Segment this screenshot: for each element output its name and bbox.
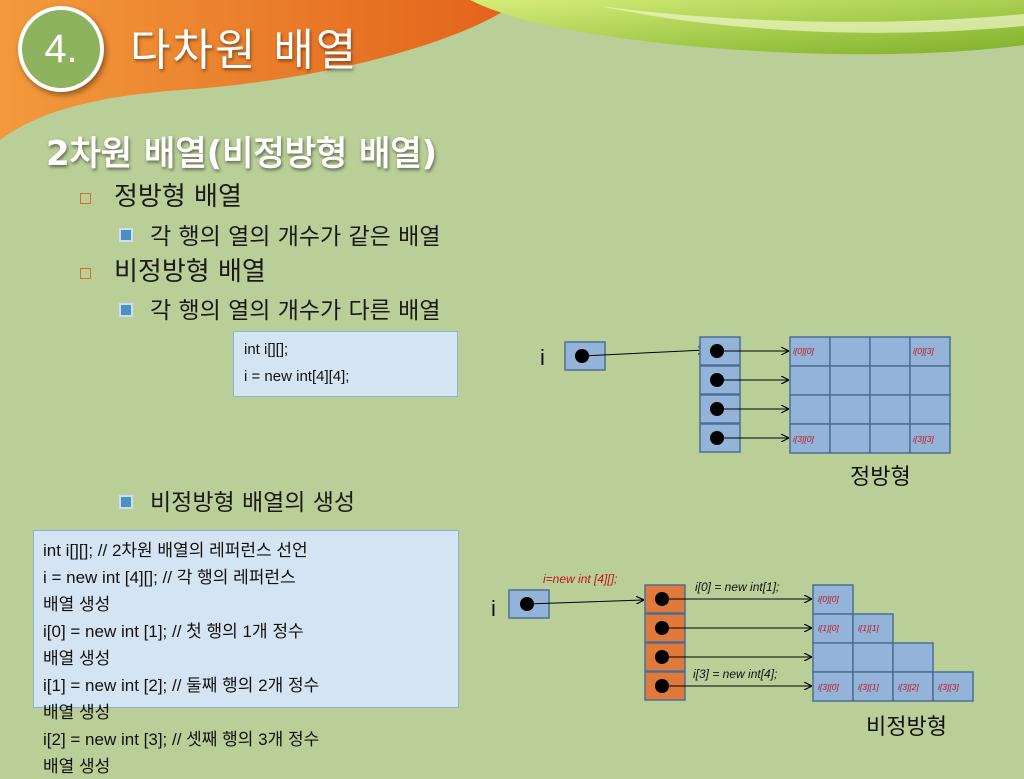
cell-label: i[3][3] — [938, 682, 959, 692]
cell-label: i[1][0] — [818, 623, 839, 633]
bullet-create-nonsquare: 비정방형 배열의 생성 — [150, 490, 356, 516]
bullet-square-array-desc: 각 행의 열의 개수가 같은 배열 — [150, 224, 441, 250]
cell-label: i[3][0] — [818, 682, 839, 692]
cell-label: i[0][3] — [913, 346, 934, 356]
code-line: 배열 생성 — [43, 649, 111, 668]
cell-label: i[1][1] — [858, 623, 879, 633]
cell-label: i[3][0] — [793, 434, 814, 444]
annotation-row3: i[3] = new int[4]; — [693, 667, 778, 681]
bullet-filled-square-icon — [119, 495, 133, 509]
cell-label: i[3][2] — [898, 682, 919, 692]
slide-title: 다차원 배열 — [130, 25, 359, 76]
annotation-new-rows: i=new int [4][]; — [543, 572, 618, 586]
code-box-square: int i[][]; i = new int[4][4]; — [233, 331, 458, 397]
cell-label: i[0][0] — [818, 594, 839, 604]
code-line: i[2] = new int [3]; // 셋째 행의 3개 정수 — [43, 730, 320, 749]
code-line: 배열 생성 — [43, 757, 111, 776]
code-lines: int i[][]; // 2차원 배열의 레퍼런스 선언 i = new in… — [43, 536, 319, 779]
var-label-i: i — [491, 596, 496, 621]
code-line: i = new int [4][]; // 각 행의 레퍼런스 — [43, 568, 296, 587]
bullet-square-array: 정방형 배열 — [114, 182, 242, 212]
code-line: 배열 생성 — [43, 595, 111, 614]
annotation-row0: i[0] = new int[1]; — [695, 580, 780, 594]
bullet-filled-square-icon — [119, 228, 133, 242]
header-decoration — [0, 0, 1024, 140]
row-reference-column — [644, 584, 686, 701]
row-arrows — [662, 599, 811, 686]
bullet-filled-square-icon — [119, 303, 133, 317]
code-line: i[0] = new int [1]; // 첫 행의 1개 정수 — [43, 622, 304, 641]
pointer-arrow — [581, 350, 705, 357]
code-line: int i[][]; // 2차원 배열의 레퍼런스 선언 — [43, 541, 308, 560]
code-line: i[1] = new int [2]; // 둘째 행의 2개 정수 — [43, 676, 320, 695]
code-box-nonsquare — [33, 530, 459, 708]
cell-label: i[3][1] — [858, 682, 879, 692]
code-line: 배열 생성 — [43, 703, 111, 722]
square-array-diagram: i[0][0] i[0][3] i[3][0] i[3][3] — [564, 336, 951, 454]
code-line: int i[][]; — [244, 341, 289, 358]
row-arrows — [717, 351, 788, 438]
caption-nonsquare: 비정방형 — [866, 715, 947, 740]
cell-label: i[0][0] — [793, 346, 814, 356]
code-line: i = new int[4][4]; — [244, 368, 350, 385]
reference-cell — [508, 589, 550, 619]
bullet-hollow-square-icon — [80, 193, 91, 204]
nonsquare-array-diagram: i[0][0] i[1][0] i[1][1] i[3][0] i[3][1] … — [508, 584, 974, 702]
slide-subtitle: 2차원 배열(비정방형 배열) — [46, 134, 438, 174]
slide-number-badge: 4. — [18, 6, 104, 92]
var-label-i: i — [540, 345, 545, 370]
bullet-hollow-square-icon — [80, 268, 91, 279]
cell-label: i[3][3] — [913, 434, 934, 444]
square-grid — [789, 336, 951, 454]
bullet-nonsquare-array: 비정방형 배열 — [114, 257, 266, 287]
pointer-arrow — [526, 600, 643, 605]
bullet-nonsquare-array-desc: 각 행의 열의 개수가 다른 배열 — [150, 298, 441, 324]
caption-square: 정방형 — [850, 465, 911, 490]
jagged-grid — [812, 584, 974, 702]
row-reference-column — [699, 336, 741, 453]
